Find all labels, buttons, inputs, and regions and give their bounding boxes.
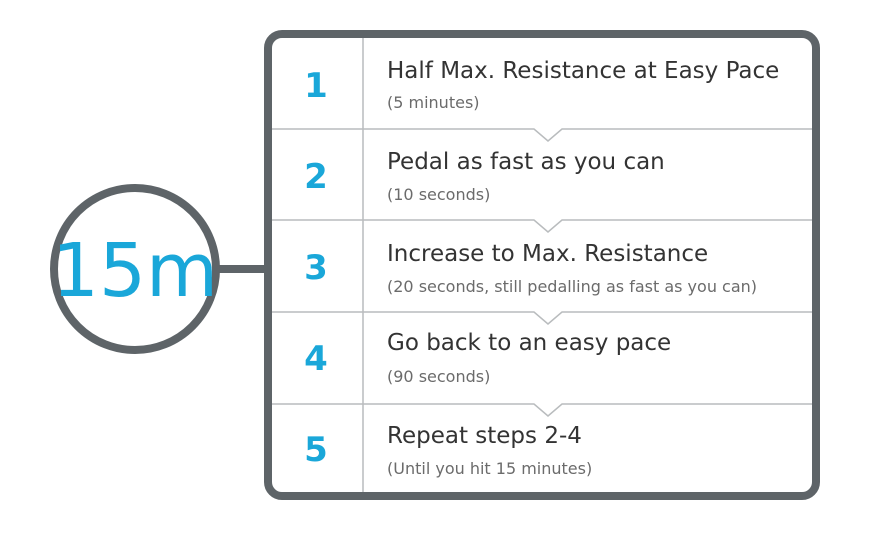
step-title: Repeat steps 2-4 [387,423,582,449]
step-number: 1 [304,66,328,106]
step-number: 5 [304,430,328,470]
step-row-1: 1 Half Max. Resistance at Easy Pace (5 m… [304,58,779,112]
row-separator-1 [272,128,812,142]
step-detail: (5 minutes) [387,93,480,112]
step-title: Half Max. Resistance at Easy Pace [387,58,779,84]
step-detail: (Until you hit 15 minutes) [387,459,592,478]
row-separator-4 [272,403,812,417]
step-title: Go back to an easy pace [387,330,671,356]
step-number: 3 [304,248,328,288]
duration-label: 15m [52,228,218,314]
duration-circle [50,184,220,354]
step-detail: (20 seconds, still pedalling as fast as … [387,277,757,296]
steps-frame [264,30,820,500]
step-row-5: 5 Repeat steps 2-4 (Until you hit 15 min… [304,423,592,478]
row-separators [272,128,812,417]
step-number: 2 [304,157,328,197]
step-title: Increase to Max. Resistance [387,241,708,267]
step-row-4: 4 Go back to an easy pace (90 seconds) [304,330,671,386]
step-title: Pedal as fast as you can [387,149,665,175]
step-row-2: 2 Pedal as fast as you can (10 seconds) [304,149,665,204]
row-separator-2 [272,219,812,233]
row-separator-3 [272,311,812,325]
step-detail: (90 seconds) [387,367,490,386]
step-detail: (10 seconds) [387,185,490,204]
step-row-3: 3 Increase to Max. Resistance (20 second… [304,241,757,296]
step-number: 4 [304,339,328,379]
